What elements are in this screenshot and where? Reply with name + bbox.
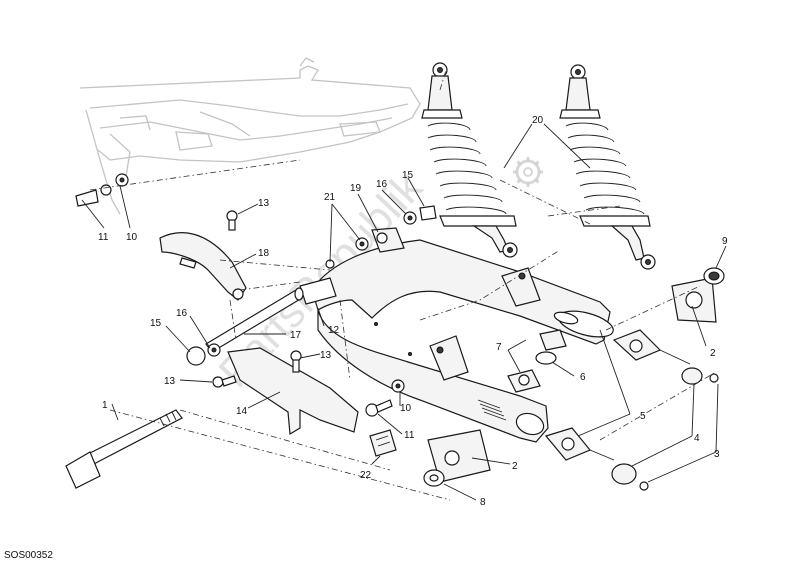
callout-5: 5 — [640, 411, 646, 422]
callout-16: 16 — [176, 308, 188, 319]
callout-16: 16 — [376, 179, 388, 190]
right-shock-absorber — [559, 64, 656, 270]
chain-guide-upper — [159, 232, 247, 301]
callout-15: 15 — [150, 318, 162, 329]
callout-11: 11 — [98, 232, 109, 243]
callout-22: 22 — [360, 470, 372, 481]
eccentric-adjusters — [369, 267, 725, 491]
callout-12: 12 — [328, 325, 340, 336]
callout-21: 21 — [324, 192, 336, 203]
callout-7: 7 — [496, 342, 502, 353]
leader-lines — [81, 123, 727, 501]
callouts: 1 2 2 3 4 5 6 7 8 9 10 10 11 11 12 13 13… — [98, 115, 728, 508]
assembly-lines — [89, 69, 717, 501]
rear-axle — [65, 409, 183, 489]
callout-11: 11 — [404, 430, 415, 441]
callout-19: 19 — [350, 183, 362, 194]
callout-8: 8 — [480, 497, 486, 508]
pivot-shaft — [205, 287, 304, 353]
left-shock-absorber — [421, 62, 518, 258]
callout-14: 14 — [236, 406, 248, 417]
callout-4: 4 — [694, 433, 700, 444]
callout-6: 6 — [580, 372, 586, 383]
chain-guard-lower — [227, 347, 359, 436]
callout-17: 17 — [290, 330, 302, 341]
watermark-gear-icon — [513, 157, 543, 187]
callout-20: 20 — [532, 115, 544, 126]
callout-9: 9 — [722, 236, 728, 247]
callout-13: 13 — [320, 350, 332, 361]
drawing-code: SOS00352 — [4, 550, 53, 561]
callout-13: 13 — [258, 198, 270, 209]
callout-3: 3 — [714, 449, 720, 460]
fasteners — [75, 173, 437, 417]
frame-outline — [79, 57, 421, 215]
callout-2: 2 — [512, 461, 518, 472]
callout-10: 10 — [126, 232, 138, 243]
callout-1: 1 — [102, 400, 108, 411]
callout-15: 15 — [402, 170, 414, 181]
callout-13: 13 — [164, 376, 176, 387]
callout-10: 10 — [400, 403, 412, 414]
callout-2: 2 — [710, 348, 716, 359]
swingarm — [299, 227, 614, 443]
callout-18: 18 — [258, 248, 270, 259]
